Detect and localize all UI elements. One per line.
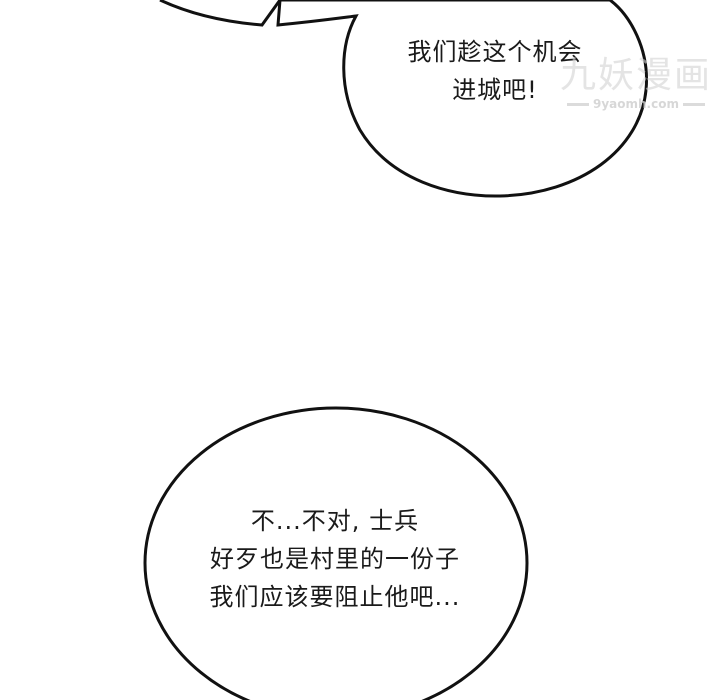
speech-line: 不...不对, 士兵 — [250, 507, 420, 535]
speech-bubble-top-right — [276, 0, 649, 198]
speech-line: 我们应该要阻止他吧... — [209, 583, 461, 611]
speech-bubble-top-left — [159, 0, 282, 27]
speech-text-top-right: 我们趁这个机会 进城吧! — [370, 33, 620, 109]
speech-bubble-bottom — [143, 406, 529, 700]
speech-line: 进城吧! — [452, 76, 538, 104]
speech-line: 好歹也是村里的一份子 — [210, 545, 460, 573]
speech-text-bottom: 不...不对, 士兵 好歹也是村里的一份子 我们应该要阻止他吧... — [180, 502, 490, 616]
speech-line: 我们趁这个机会 — [407, 38, 583, 66]
